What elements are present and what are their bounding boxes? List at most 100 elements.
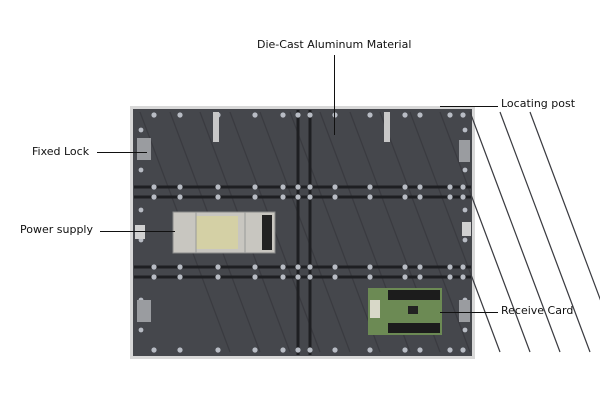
- bolt: [367, 194, 373, 200]
- die-cast-aluminum-label: Die-Cast Aluminum Material: [257, 38, 412, 51]
- bolt: [332, 274, 338, 280]
- bolt: [295, 194, 301, 200]
- bolt: [332, 264, 338, 270]
- vertical-bar: [296, 110, 300, 355]
- bolt: [280, 274, 286, 280]
- bolt: [215, 274, 221, 280]
- bolt: [280, 184, 286, 190]
- diagonal-rib: [259, 111, 351, 353]
- diagonal-rib: [499, 111, 591, 353]
- locating-post-leader-line: [440, 106, 498, 107]
- bolt: [252, 184, 258, 190]
- bolt: [367, 112, 373, 118]
- bolt: [332, 347, 338, 353]
- bolt: [402, 264, 408, 270]
- bolt: [307, 194, 313, 200]
- diagonal-rib: [289, 111, 381, 353]
- bolt: [151, 264, 157, 270]
- fixed-lock-image: [135, 138, 471, 322]
- bolt: [252, 112, 258, 118]
- bolt: [215, 184, 221, 190]
- bolt: [252, 264, 258, 270]
- bolt: [215, 264, 221, 270]
- horizontal-bar: [134, 275, 471, 279]
- bolt: [367, 184, 373, 190]
- bolt: [295, 184, 301, 190]
- bolt: [447, 347, 453, 353]
- bolt: [447, 194, 453, 200]
- receive-card-label: Receive Card: [501, 304, 574, 317]
- bolt: [462, 207, 468, 213]
- bolt: [138, 207, 144, 213]
- die-cast-leader-line: [334, 55, 335, 135]
- bolt: [177, 274, 183, 280]
- horizontal-bar: [134, 195, 471, 199]
- bolt: [332, 112, 338, 118]
- bolt: [307, 112, 313, 118]
- bolt: [402, 184, 408, 190]
- bolt: [417, 184, 423, 190]
- bolt: [138, 127, 144, 133]
- locating-post-label: Locating post: [501, 97, 576, 110]
- bolt: [460, 274, 466, 280]
- bolt: [402, 194, 408, 200]
- bolt: [460, 184, 466, 190]
- bolt: [447, 112, 453, 118]
- bolt: [402, 112, 408, 118]
- fixed-lock-leader-line: [97, 152, 147, 153]
- bolt: [177, 184, 183, 190]
- handles: [213, 112, 390, 142]
- bolt: [177, 112, 183, 118]
- power-supply-image: [172, 211, 276, 254]
- bolt: [151, 274, 157, 280]
- bolt: [402, 274, 408, 280]
- bolt: [462, 327, 468, 333]
- power-supply-leader-line: [100, 231, 175, 232]
- bolt: [295, 274, 301, 280]
- bolt: [367, 347, 373, 353]
- bolt: [417, 274, 423, 280]
- receive-card-leader-line: [440, 312, 498, 313]
- bolt: [177, 194, 183, 200]
- bolt: [177, 264, 183, 270]
- bolt: [177, 347, 183, 353]
- bolt: [447, 184, 453, 190]
- bolt: [417, 347, 423, 353]
- bolt: [280, 347, 286, 353]
- bolts: [138, 112, 468, 353]
- bolt: [367, 264, 373, 270]
- bolt: [460, 347, 466, 353]
- diagonal-rib: [469, 111, 561, 353]
- bolt: [460, 194, 466, 200]
- bolt: [295, 347, 301, 353]
- bolt: [307, 184, 313, 190]
- receive-card-image: [368, 288, 442, 335]
- power-supply-label: Power supply: [20, 223, 93, 236]
- bolt: [417, 194, 423, 200]
- bolt: [462, 237, 468, 243]
- bolt: [151, 194, 157, 200]
- bolt: [215, 194, 221, 200]
- bolt: [138, 327, 144, 333]
- bolt: [417, 112, 423, 118]
- bolt: [367, 274, 373, 280]
- bolt: [417, 264, 423, 270]
- support-bars: [134, 110, 471, 355]
- bolt: [252, 347, 258, 353]
- vertical-bar: [308, 110, 312, 355]
- fixed-lock-label: Fixed Lock: [32, 145, 90, 158]
- bolt: [307, 274, 313, 280]
- bolt: [462, 167, 468, 173]
- bolt: [295, 264, 301, 270]
- bolt: [151, 347, 157, 353]
- bolt: [280, 112, 286, 118]
- bolt: [215, 347, 221, 353]
- bolt: [307, 347, 313, 353]
- bolt: [280, 194, 286, 200]
- bolt: [447, 274, 453, 280]
- horizontal-bar: [134, 185, 471, 189]
- bolt: [138, 167, 144, 173]
- bolt: [460, 264, 466, 270]
- bolt: [460, 112, 466, 118]
